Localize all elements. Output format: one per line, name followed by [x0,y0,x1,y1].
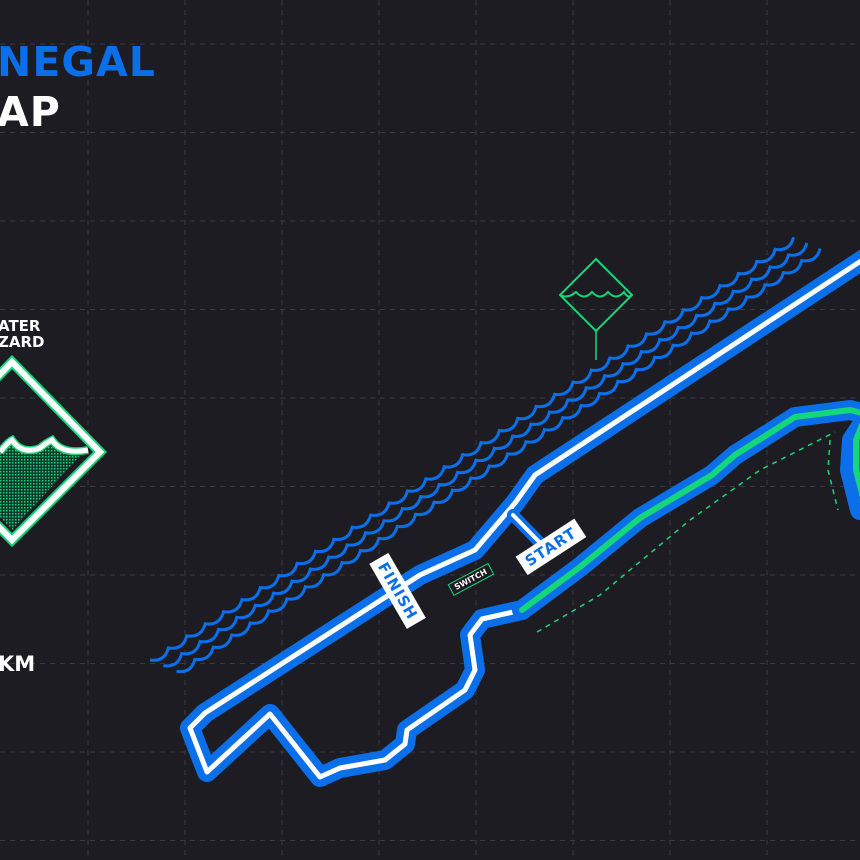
wave-row [149,236,796,662]
wave-row [176,248,822,674]
water-hazard-marker-icon [558,257,634,360]
water-waves [149,236,822,674]
legend-hazard-label: ATER [0,317,41,335]
water-hazard-icon [0,354,108,548]
track-main [190,255,860,777]
wave-row [163,242,809,668]
legend-hazard-label-2: ZARD [0,333,45,351]
track-distance: KM [0,652,36,676]
pit-lane-dashed [536,431,839,633]
page-subtitle: AP [0,88,61,136]
page-title: NEGAL [0,38,156,86]
